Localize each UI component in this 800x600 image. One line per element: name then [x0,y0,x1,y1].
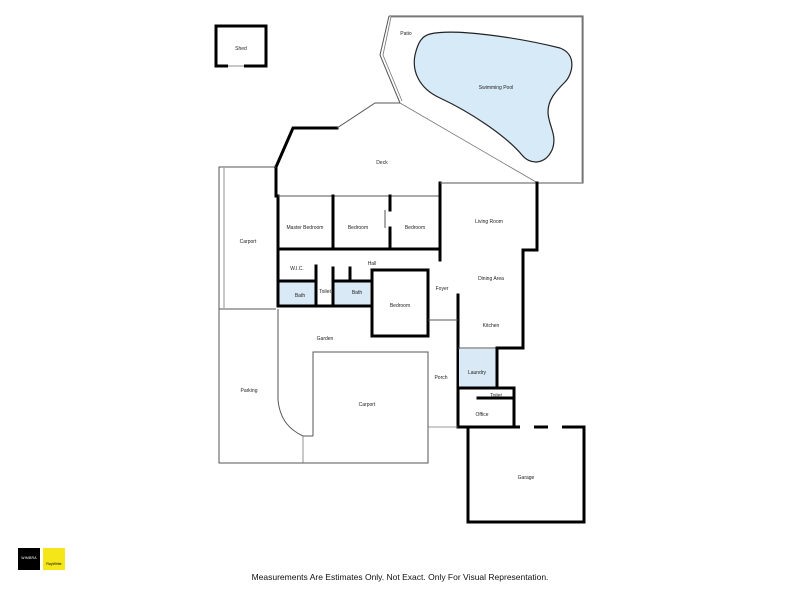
label-bedroom-2: Bedroom [405,225,425,231]
label-bedroom-1: Bedroom [348,225,368,231]
carport-left [218,166,276,310]
label-bath-1: Bath [295,293,306,299]
label-kitchen: Kitchen [483,323,500,329]
label-garden: Garden [317,336,334,342]
label-foyer: Foyer [436,286,449,292]
disclaimer-text: Measurements Are Estimates Only. Not Exa… [251,572,549,582]
garage [466,425,586,524]
label-parking: Parking [241,388,258,394]
label-dining-area: Dining Area [478,276,504,282]
label-wic: W.I.C. [290,266,304,272]
bedroom-wing [276,194,442,338]
patio-area [379,15,584,184]
label-garage: Garage [518,475,535,481]
label-shed: Shed [235,46,247,52]
agency-logo-dark: WIMBRA [18,548,40,570]
label-deck: Deck [376,160,388,166]
agency-logo-dark-text: WIMBRA [21,556,37,560]
label-porch: Porch [434,375,447,381]
label-bath-2: Bath [352,290,363,296]
swimming-pool-outline [413,31,573,163]
agency-logo-yellow: RayWhite [43,548,65,570]
label-master-bedroom: Master Bedroom [287,225,324,231]
main-living [428,181,539,429]
label-laundry: Laundry [468,370,487,376]
label-carport-main: Carport [359,402,376,408]
label-hall: Hall [368,261,377,267]
label-office: Office [476,412,489,418]
deck [274,102,400,198]
label-toilet-2: Toilet [490,393,502,399]
agency-logo-yellow-text: RayWhite [46,562,62,566]
label-bedroom-3: Bedroom [390,303,410,309]
label-swimming-pool: Swimming Pool [479,85,513,91]
outdoor-lower [218,309,458,464]
shed [214,24,268,68]
label-carport-left: Carport [240,239,257,245]
label-living-room: Living Room [475,219,503,225]
label-patio: Patio [400,31,412,37]
label-toilet-1: Toilet [319,289,331,295]
